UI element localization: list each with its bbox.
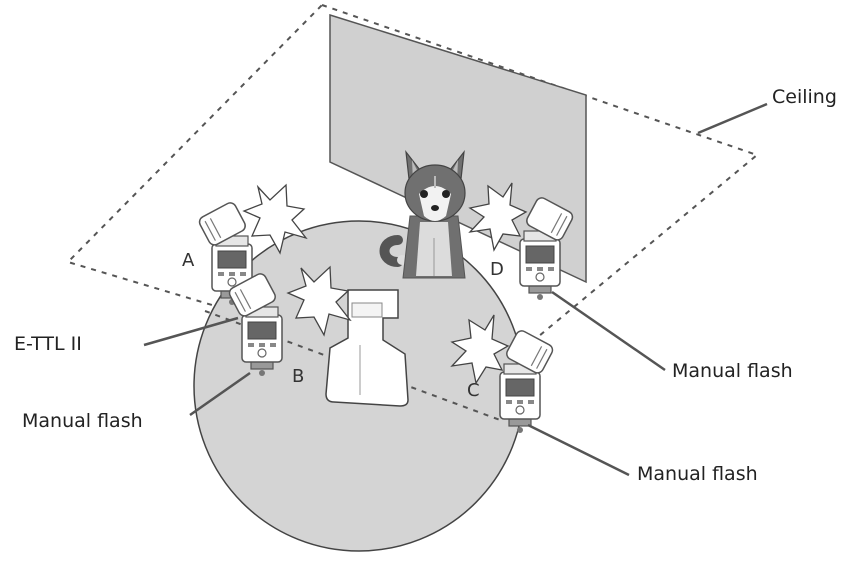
manual-d-leader: [551, 290, 666, 372]
backdrop-panel: [329, 13, 587, 284]
manual-c-leader: [527, 423, 630, 477]
manual-flash-c-label: Manual flash: [637, 463, 758, 485]
ettl-label: E-TTL II: [14, 333, 82, 355]
ceiling-leader: [697, 102, 768, 135]
flash-burst-c: [450, 314, 510, 385]
flash-burst-a: [242, 183, 308, 255]
camera-icon: [325, 289, 409, 407]
ettl-leader: [143, 316, 239, 347]
manual-flash-d-label: Manual flash: [672, 360, 793, 382]
flash-burst-b: [286, 265, 352, 337]
flash-burst-d: [468, 182, 528, 252]
unit-b-letter: B: [292, 366, 305, 387]
unit-c-letter: C: [467, 380, 480, 401]
dog-subject-icon: [379, 149, 466, 279]
unit-d-letter: D: [490, 259, 504, 280]
manual-b-leader: [189, 371, 251, 417]
unit-a-letter: A: [182, 250, 195, 271]
manual-flash-b-label: Manual flash: [22, 410, 143, 432]
ceiling-label: Ceiling: [772, 86, 837, 108]
